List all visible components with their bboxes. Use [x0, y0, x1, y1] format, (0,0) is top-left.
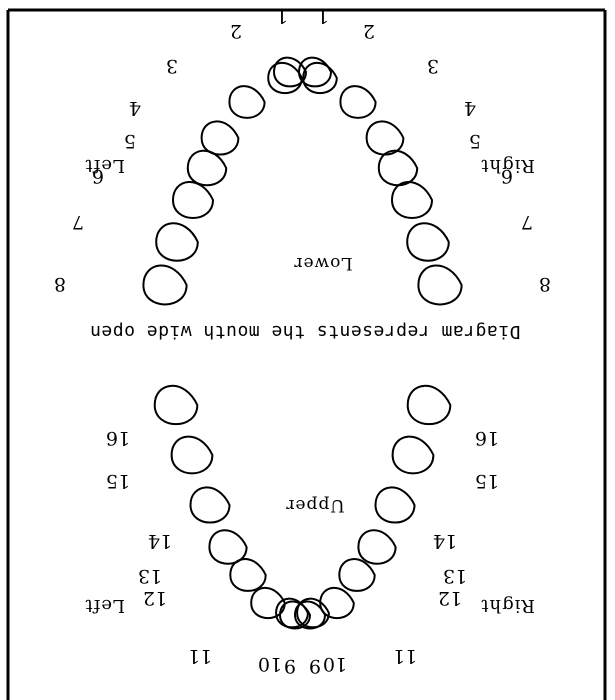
- upper-left-number-3: 3: [166, 55, 178, 77]
- lower-arch-label: Lower: [293, 253, 352, 273]
- diagram-caption: Diagram represents the mouth wide open: [90, 321, 521, 342]
- lower-right-number-9: 9: [309, 655, 321, 677]
- upper-right-number-1: 1: [317, 5, 329, 27]
- upper-right-number-6: 6: [501, 165, 513, 187]
- lower-right-number-15: 15: [475, 470, 499, 492]
- upper-arch-label: Upper: [285, 495, 344, 515]
- lower-left-side-label: Left: [84, 155, 125, 176]
- lower-right-number-16: 16: [475, 427, 499, 449]
- lower-right-number-13: 13: [443, 565, 467, 587]
- lower-left-number-11: 11: [188, 645, 212, 667]
- upper-left-number-5: 5: [124, 130, 136, 152]
- lower-left-number-14: 14: [148, 530, 172, 552]
- upper-left-number-2: 2: [230, 20, 242, 42]
- upper-left-number-6: 6: [92, 165, 104, 187]
- upper-left-number-8: 8: [54, 273, 66, 295]
- upper-left-side-label: Left: [84, 595, 125, 616]
- lower-left-number-16: 16: [106, 427, 130, 449]
- upper-right-number-3: 3: [427, 55, 439, 77]
- lower-left-number-12: 12: [143, 587, 167, 609]
- lower-right-number-14: 14: [433, 530, 457, 552]
- lower-left-number-9: 9: [284, 655, 296, 677]
- upper-right-number-8: 8: [539, 273, 551, 295]
- lower-right-number-12: 12: [438, 587, 462, 609]
- upper-right-number-5: 5: [469, 130, 481, 152]
- upper-right-side-label: Right: [480, 595, 535, 616]
- upper-right-number-7: 7: [521, 211, 533, 233]
- upper-right-number-4: 4: [464, 97, 476, 119]
- lower-left-number-10: 10: [258, 653, 282, 675]
- upper-left-number-4: 4: [129, 97, 141, 119]
- lower-left-number-13: 13: [138, 565, 162, 587]
- upper-left-number-7: 7: [72, 211, 84, 233]
- upper-right-number-2: 2: [363, 20, 375, 42]
- upper-left-number-1: 1: [276, 5, 288, 27]
- lower-right-number-10: 10: [323, 653, 347, 675]
- lower-left-number-15: 15: [106, 470, 130, 492]
- lower-right-number-11: 11: [393, 645, 417, 667]
